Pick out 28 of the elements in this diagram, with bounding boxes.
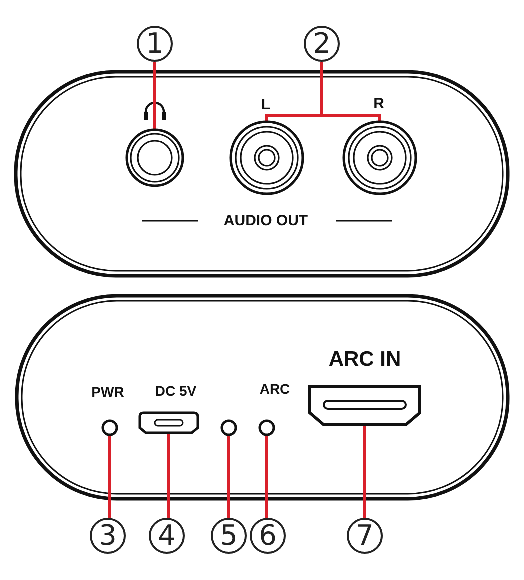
callout-number: 6 bbox=[250, 518, 286, 554]
port-label: PWR bbox=[92, 384, 124, 400]
section-label: AUDIO OUT bbox=[224, 212, 308, 230]
usb-port bbox=[138, 412, 200, 434]
port-label: L bbox=[261, 96, 271, 114]
leader-line bbox=[364, 425, 366, 518]
hdmi-port bbox=[308, 386, 422, 426]
rca-jack bbox=[230, 120, 304, 196]
led-indicator bbox=[102, 420, 118, 436]
port-label: ARC bbox=[260, 381, 290, 397]
leader-line bbox=[168, 433, 170, 518]
callout-number: 5 bbox=[211, 518, 247, 554]
headphone-jack bbox=[126, 128, 184, 188]
pinhole bbox=[220, 420, 238, 436]
leader-line bbox=[320, 62, 382, 122]
callout-number: 3 bbox=[90, 518, 126, 554]
port-label: ARC IN bbox=[328, 348, 402, 372]
callout-number: 1 bbox=[137, 26, 173, 62]
leader-line bbox=[228, 435, 230, 518]
callout-number: 2 bbox=[304, 26, 340, 62]
port-label: R bbox=[374, 96, 384, 112]
leader-line bbox=[154, 62, 156, 130]
callout-number: 7 bbox=[347, 518, 383, 554]
rca-jack bbox=[342, 120, 418, 196]
callout-number: 4 bbox=[149, 518, 185, 554]
led-indicator bbox=[258, 420, 276, 436]
leader-line bbox=[266, 435, 268, 518]
port-label: DC 5V bbox=[155, 383, 197, 399]
